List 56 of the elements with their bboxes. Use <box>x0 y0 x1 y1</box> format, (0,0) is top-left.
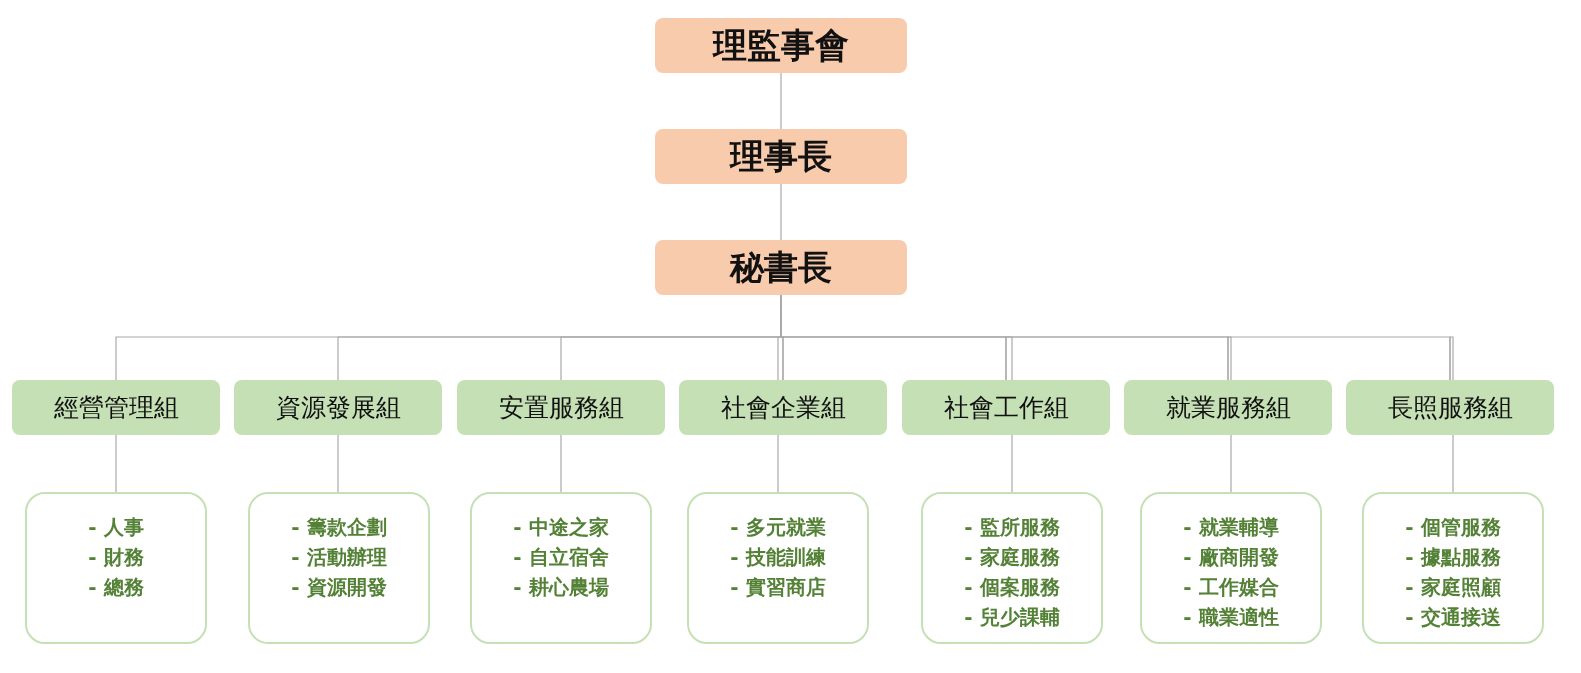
department-box <box>1124 380 1332 435</box>
connector-line <box>560 434 562 493</box>
task-list-box <box>687 492 869 644</box>
unit-title: 社會企業組 <box>720 392 846 424</box>
unit-title: 資源發展組 <box>275 392 401 424</box>
task-item: - 家庭照顧 <box>1405 574 1501 601</box>
task-item: - 資源開發 <box>291 574 387 601</box>
task-item: - 總務 <box>88 574 144 601</box>
unit-title: 理事長 <box>730 134 832 178</box>
department-box <box>1346 380 1554 435</box>
task-item: - 個管服務 <box>1405 514 1501 541</box>
task-item: - 中途之家 <box>513 514 609 541</box>
task-item: - 耕心農場 <box>513 574 609 601</box>
department-box <box>457 380 665 435</box>
unit-title: 秘書長 <box>730 245 832 289</box>
task-item: - 廠商開發 <box>1183 544 1279 571</box>
task-item: - 技能訓練 <box>730 544 826 571</box>
unit-title: 長照服務組 <box>1387 392 1513 424</box>
task-item: - 個案服務 <box>964 574 1060 601</box>
task-item: - 實習商店 <box>730 574 826 601</box>
task-list-box <box>1362 492 1544 644</box>
connector-line <box>337 434 339 493</box>
unit-title: 就業服務組 <box>1165 392 1291 424</box>
unit-title: 安置服務組 <box>498 392 624 424</box>
department-box <box>902 380 1110 435</box>
task-item: - 活動辦理 <box>291 544 387 571</box>
task-list-box <box>25 492 207 644</box>
task-item: - 職業適性 <box>1183 604 1279 631</box>
leadership-box <box>655 240 907 295</box>
task-item: - 籌款企劃 <box>291 514 387 541</box>
task-item: - 兒少課輔 <box>964 604 1060 631</box>
leadership-box <box>655 129 907 184</box>
leadership-box <box>655 18 907 73</box>
task-list-box <box>921 492 1103 644</box>
connector-line <box>780 183 782 241</box>
task-item: - 家庭服務 <box>964 544 1060 571</box>
task-item: - 監所服務 <box>964 514 1060 541</box>
unit-title: 理監事會 <box>713 23 849 67</box>
task-item: - 人事 <box>88 514 144 541</box>
department-box <box>679 380 887 435</box>
task-item: - 財務 <box>88 544 144 571</box>
connector-line <box>780 72 782 130</box>
task-item: - 多元就業 <box>730 514 826 541</box>
task-list-box <box>1140 492 1322 644</box>
unit-title: 社會工作組 <box>943 392 1069 424</box>
department-box <box>12 380 220 435</box>
task-item: - 工作媒合 <box>1183 574 1279 601</box>
task-item: - 就業輔導 <box>1183 514 1279 541</box>
task-list-box <box>470 492 652 644</box>
task-item: - 自立宿舍 <box>513 544 609 571</box>
unit-title: 經營管理組 <box>53 392 179 424</box>
task-item: - 據點服務 <box>1405 544 1501 571</box>
connector-line <box>115 434 117 493</box>
task-item: - 交通接送 <box>1405 604 1501 631</box>
department-box <box>234 380 442 435</box>
task-list-box <box>248 492 430 644</box>
